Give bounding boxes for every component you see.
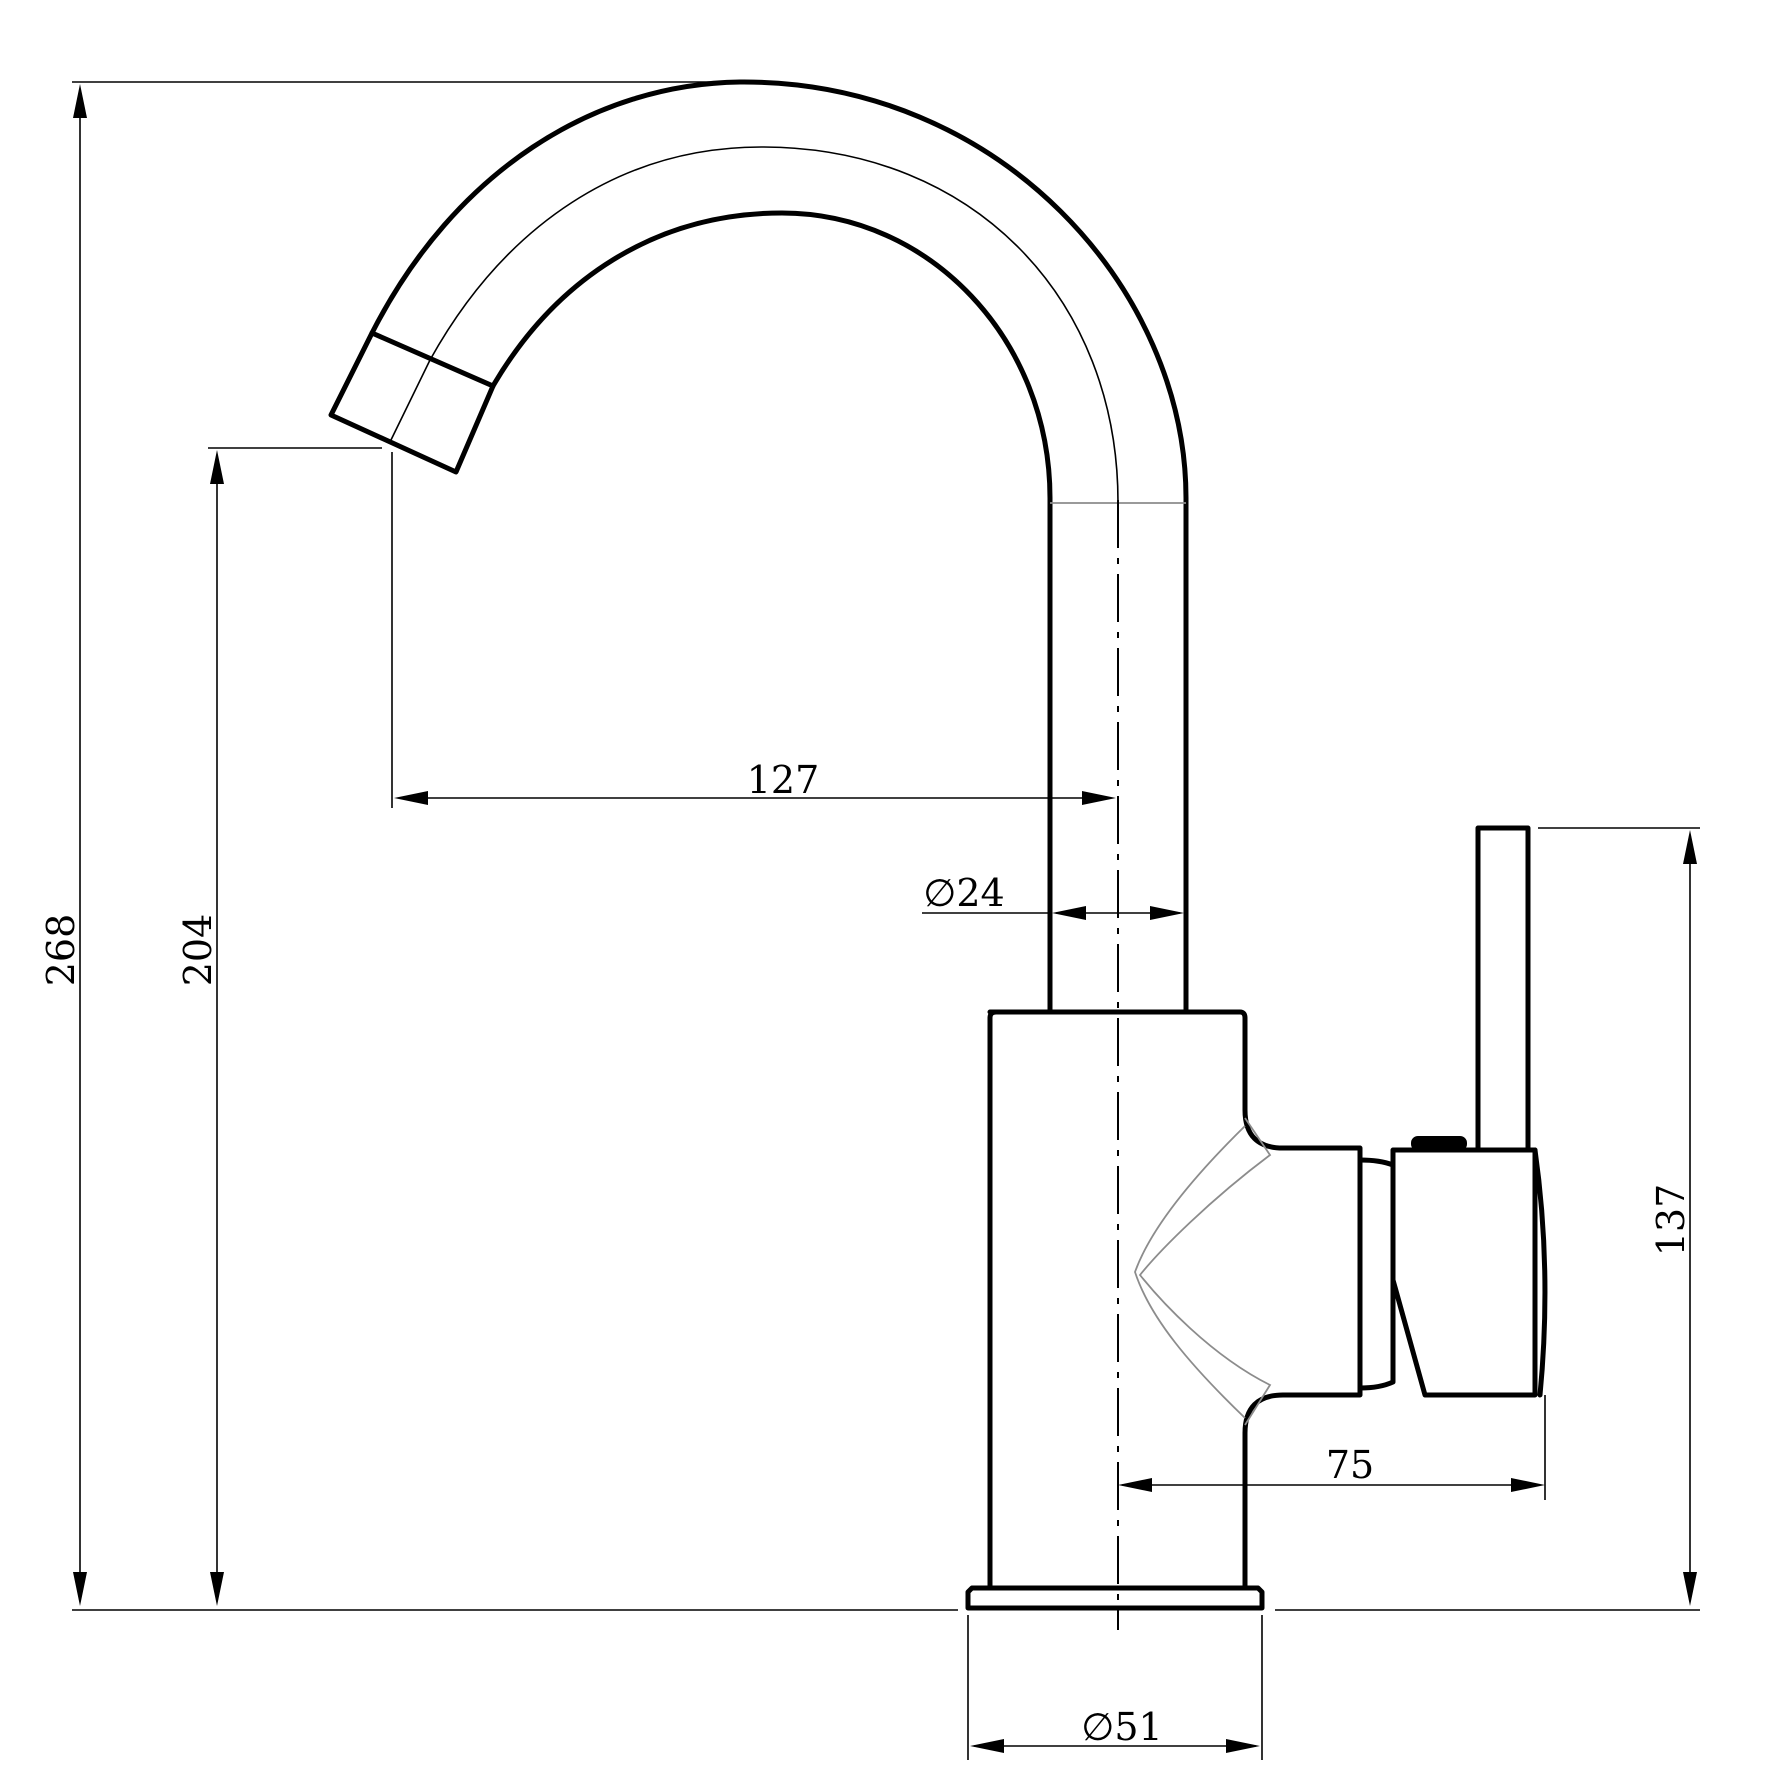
dim-75-label: 75 <box>1326 1443 1374 1487</box>
dimension-spout-reach: 127 <box>394 758 1116 805</box>
dim-204-label: 204 <box>176 914 220 987</box>
extension-lines <box>72 81 1700 1760</box>
dim-137-arrow-top <box>1683 830 1697 864</box>
faucet-outline <box>328 79 1548 1630</box>
dim-127-label: 127 <box>747 758 820 802</box>
dimension-handle-height: 137 <box>1649 830 1697 1606</box>
spout-outer-edge <box>369 79 1189 1015</box>
dim-204-arrow-bottom <box>210 1572 224 1606</box>
dimension-overall-height: 268 <box>39 84 87 1606</box>
body-outline <box>987 1009 1363 1591</box>
dim-127-arrow-left <box>394 791 428 805</box>
dim-75-arrow-right <box>1511 1478 1545 1492</box>
dim-51-label: ∅51 <box>1081 1705 1162 1749</box>
dim-51-arrow-left <box>970 1739 1004 1753</box>
dim-75-arrow-left <box>1118 1478 1152 1492</box>
dim-51-arrow-right <box>1226 1739 1260 1753</box>
body-intersection-curve <box>1138 1117 1272 1426</box>
dimension-outlet-height: 204 <box>176 450 224 1606</box>
dimension-base-diameter: ∅51 <box>970 1705 1260 1753</box>
cartridge-bonnet <box>1357 1157 1396 1391</box>
handle-hub <box>1390 1147 1538 1398</box>
spout-centerline-arc <box>389 146 1119 503</box>
body-intersection-curve-inner <box>1134 1125 1246 1419</box>
handle-pin <box>1411 1136 1467 1151</box>
handle-hub-front <box>1532 1147 1548 1398</box>
dim-127-arrow-right <box>1082 791 1116 805</box>
handle-lever <box>1475 825 1531 1153</box>
dim-204-arrow-top <box>210 450 224 484</box>
dim-24-label: ∅24 <box>923 871 1004 915</box>
dim-268-arrow-top <box>73 84 87 118</box>
spout-inner-edge <box>490 210 1053 1015</box>
dim-24-arrow-left <box>1052 906 1086 920</box>
dim-268-label: 268 <box>39 914 83 987</box>
dim-137-label: 137 <box>1649 1184 1693 1257</box>
dimension-handle-projection: 75 <box>1118 1443 1545 1492</box>
dimension-spout-diameter: ∅24 <box>923 871 1184 920</box>
spout-tip <box>328 330 496 475</box>
dim-24-arrow-right <box>1150 906 1184 920</box>
dim-268-arrow-bottom <box>73 1572 87 1606</box>
dim-137-arrow-bottom <box>1683 1572 1697 1606</box>
base-plate <box>965 1585 1265 1611</box>
